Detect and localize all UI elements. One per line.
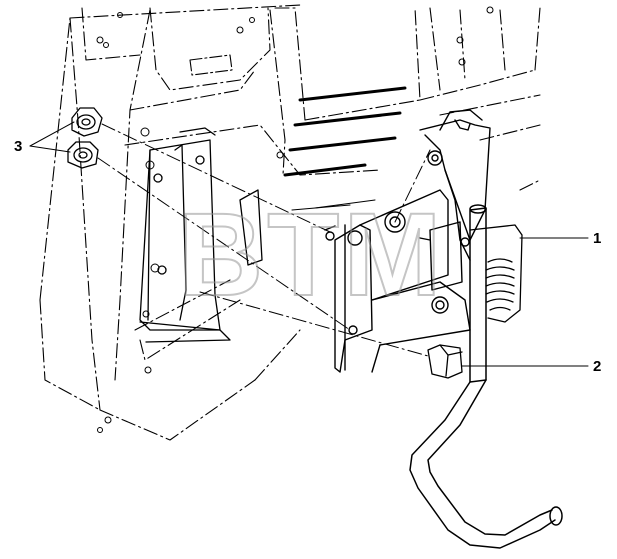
nut-3-lower — [67, 141, 99, 169]
callout-label-3: 3 — [14, 138, 23, 155]
frame-slots — [189, 54, 407, 211]
mounting-bracket — [324, 189, 471, 373]
frame-holes — [96, 6, 494, 433]
assembly-axes — [97, 123, 431, 357]
nut-3-upper — [71, 107, 103, 137]
cab-frame — [39, 4, 541, 441]
callout-label-1: 1 — [593, 230, 602, 247]
spring-coil — [469, 224, 523, 323]
bolt-2 — [427, 344, 463, 379]
backing-plate — [139, 127, 263, 343]
spring-clip — [419, 109, 491, 261]
leader-lines — [29, 121, 589, 367]
lever-rod — [409, 204, 563, 549]
callout-label-2: 2 — [593, 358, 602, 375]
